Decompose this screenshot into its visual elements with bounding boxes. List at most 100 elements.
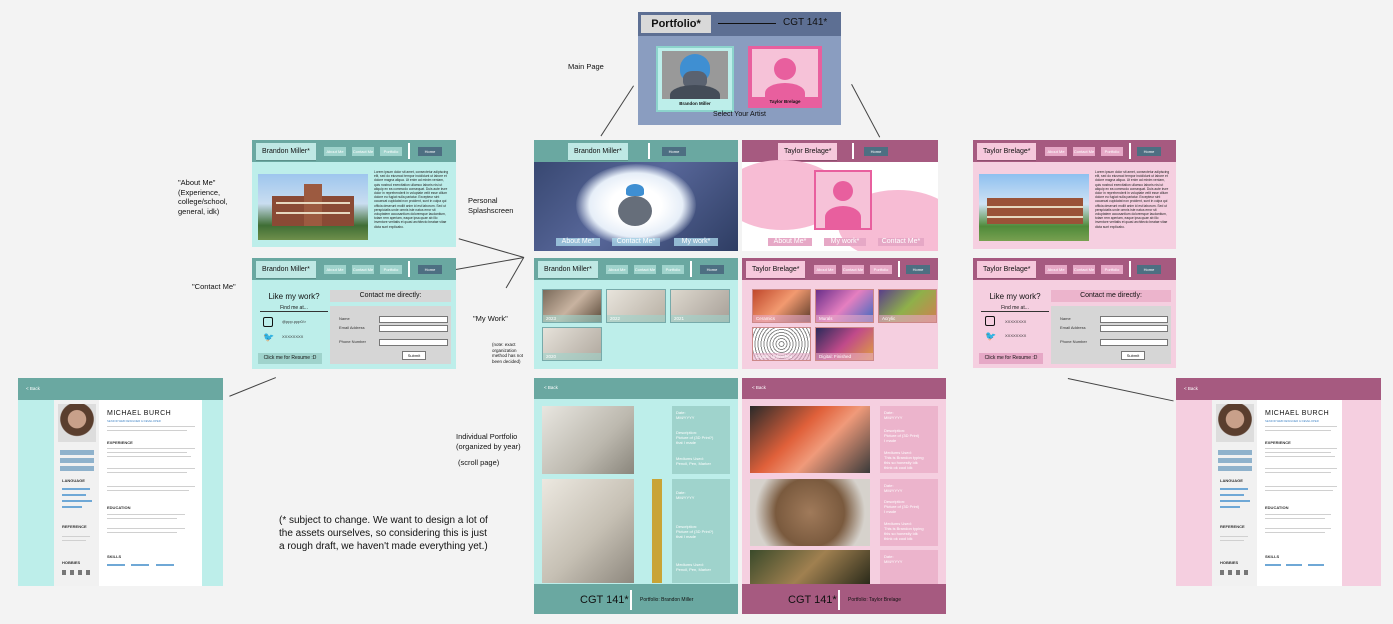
back-link[interactable]: < Back — [544, 385, 558, 390]
resume-role: SENIOR WEB DESIGNER & DEVELOPER — [1265, 419, 1319, 423]
header-line — [718, 23, 776, 24]
phone-field[interactable] — [1100, 339, 1168, 346]
tab-work[interactable]: Portfolio — [1101, 147, 1123, 156]
home-button[interactable]: Home — [700, 265, 724, 274]
twitter-icon[interactable]: 🐦 — [985, 331, 997, 341]
artist-name-taylor: Taylor Brelage — [769, 99, 801, 104]
resume-role: SENIOR WEB DESIGNER & DEVELOPER — [107, 419, 161, 423]
name-field[interactable] — [1100, 316, 1168, 323]
resume-skills: SKILLS — [1265, 554, 1280, 559]
tab-work[interactable]: Portfolio — [380, 265, 402, 274]
twitter-handle[interactable]: XXXXXXXX — [1005, 333, 1027, 338]
contact-directly-header: Contact me directly: — [330, 290, 451, 302]
name-label: Name — [1060, 316, 1071, 321]
portfolio-topbar — [534, 378, 738, 399]
cat-thumb-digital-finished[interactable]: Digital: Finished — [815, 327, 874, 361]
back-link[interactable]: < Back — [752, 385, 766, 390]
artwork-date-1: Date: MM/YYYY — [676, 410, 695, 420]
tab-work[interactable]: Portfolio — [870, 265, 892, 274]
home-button[interactable]: Home — [1137, 147, 1161, 156]
course-title: CGT 141* — [783, 17, 828, 28]
tab-work[interactable]: Portfolio — [1101, 265, 1123, 274]
tab-about[interactable]: About Me — [814, 265, 836, 274]
tab-contact[interactable]: Contact Me — [352, 147, 374, 156]
artwork-date-3: Date: MM/YYYY — [884, 554, 903, 564]
submit-button[interactable]: Submit — [1121, 351, 1145, 360]
instagram-handle[interactable]: @ppp.ppp0/> — [282, 319, 307, 324]
home-button[interactable]: Home — [906, 265, 930, 274]
instagram-handle[interactable]: XXXXXXXX — [1005, 319, 1027, 324]
tab-work[interactable]: Portfolio — [662, 265, 684, 274]
taylor-about-nav: Taylor Brelage* About Me Contact Me Port… — [973, 140, 1176, 162]
resume-button[interactable]: Click me for Resume :D — [258, 353, 322, 364]
submit-button[interactable]: Submit — [402, 351, 426, 360]
tab-contact[interactable]: Contact Me — [634, 265, 656, 274]
tab-contact[interactable]: Contact Me — [842, 265, 864, 274]
splash-work-link[interactable]: My work* — [674, 238, 718, 246]
resume-language: LANGUAGE — [1220, 478, 1243, 483]
tab-work[interactable]: Portfolio — [380, 147, 402, 156]
tab-contact[interactable]: Contact Me — [1073, 147, 1095, 156]
home-button[interactable]: Home — [418, 265, 442, 274]
taylor-splash-contact[interactable]: Contact Me* — [878, 238, 924, 246]
resume-hobbies: HOBBIES — [1220, 560, 1239, 565]
home-button[interactable]: Home — [418, 147, 442, 156]
year-thumb-2022[interactable]: 2022 — [606, 289, 666, 323]
tab-contact[interactable]: Contact Me — [1073, 265, 1095, 274]
year-thumb-2020[interactable]: 2020 — [542, 327, 602, 361]
artwork-3 — [750, 550, 870, 584]
arrow-splash-contact — [452, 257, 524, 271]
tab-about[interactable]: About Me — [606, 265, 628, 274]
resume-button[interactable]: Click me for Resume :D — [979, 353, 1043, 364]
tab-about[interactable]: About Me — [1045, 147, 1067, 156]
back-link[interactable]: < Back — [26, 386, 40, 391]
back-link[interactable]: < Back — [1184, 386, 1198, 391]
footer-sep — [630, 590, 632, 610]
email-field[interactable] — [1100, 325, 1168, 332]
annotation-personal-splash: Personal Splashscreen — [468, 196, 514, 215]
taylor-splash-work[interactable]: My work* — [824, 238, 866, 246]
resume-name: MICHAEL BURCH — [1265, 410, 1330, 417]
artwork-mediums-1: Mediums Used: Pencil, Pen, Marker — [676, 456, 711, 466]
year-thumb-2023[interactable]: 2023 — [542, 289, 602, 323]
cat-thumb-ceramics[interactable]: Ceramics — [752, 289, 811, 323]
artist-card-brandon[interactable]: Brandon Miller — [656, 46, 734, 112]
contact-chip — [1218, 450, 1252, 455]
contact-chip — [60, 458, 94, 463]
year-thumb-2021[interactable]: 2021 — [670, 289, 730, 323]
name-field[interactable] — [379, 316, 448, 323]
footer-course: CGT 141* — [580, 594, 629, 606]
instagram-icon[interactable] — [263, 317, 273, 327]
home-button[interactable]: Home — [864, 147, 888, 156]
taylor-name-box: Taylor Brelage* — [778, 143, 838, 160]
instagram-icon[interactable] — [985, 316, 995, 326]
school-photo — [258, 174, 368, 240]
phone-field[interactable] — [379, 339, 448, 346]
tab-about[interactable]: About Me — [1045, 265, 1067, 274]
brandon-about-nav: Brandon Miller* About Me Contact Me Port… — [252, 140, 456, 162]
twitter-icon[interactable]: 🐦 — [263, 332, 275, 342]
home-button[interactable]: Home — [662, 147, 686, 156]
artwork-desc-1: Description: Picture of (3D Print?) that… — [676, 430, 714, 445]
cat-thumb-acrylic[interactable]: Acrylic — [878, 289, 937, 323]
splash-contact-link[interactable]: Contact Me* — [612, 238, 660, 246]
phone-label: Phone Number — [1060, 339, 1087, 344]
annotation-main-page: Main Page — [568, 62, 604, 71]
taylor-splash-about[interactable]: About Me* — [768, 238, 812, 246]
tab-about[interactable]: About Me — [324, 147, 346, 156]
twitter-handle[interactable]: XXXXXXXX — [282, 334, 304, 339]
home-button[interactable]: Home — [1137, 265, 1161, 274]
taylor-avatar-frame — [814, 170, 872, 230]
tab-about[interactable]: About Me — [324, 265, 346, 274]
contact-directly-header: Contact me directly: — [1051, 290, 1171, 302]
artist-card-taylor[interactable]: Taylor Brelage — [748, 46, 822, 108]
cat-thumb-digital-unfinished[interactable]: Digital: Unfinished — [752, 327, 811, 361]
email-field[interactable] — [379, 325, 448, 332]
artwork-date-1: Date: MM/YYYY — [884, 410, 903, 420]
taylor-contact-frame: Taylor Brelage* About Me Contact Me Port… — [973, 258, 1176, 368]
tab-contact[interactable]: Contact Me — [352, 265, 374, 274]
splash-about-link[interactable]: About Me* — [556, 238, 600, 246]
cat-thumb-murals[interactable]: Murals — [815, 289, 874, 323]
artwork-date-2: Date: MM/YYYY — [676, 490, 695, 500]
annotation-individual-portfolio: Individual Portfolio (organized by year) — [456, 432, 521, 451]
